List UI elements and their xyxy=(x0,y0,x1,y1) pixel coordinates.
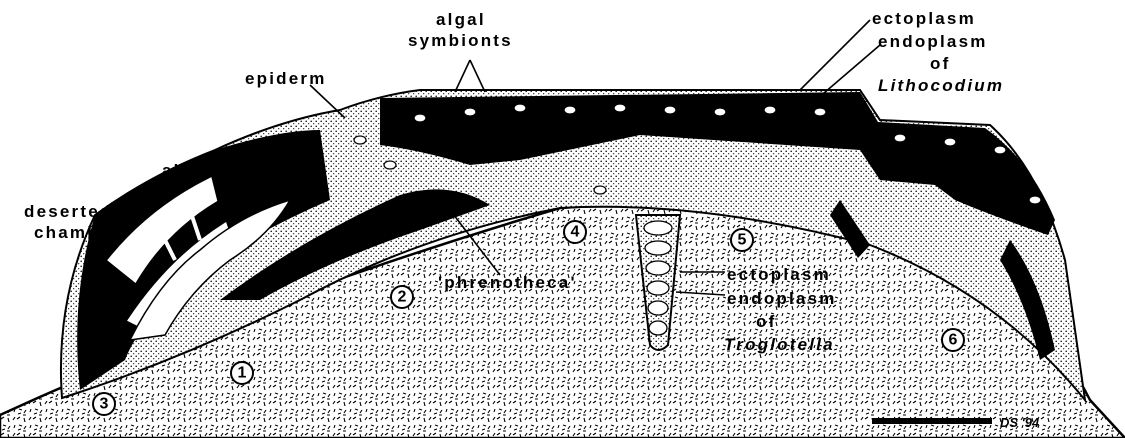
label-ectoplasm-mid: ectoplasm xyxy=(727,265,831,284)
svg-text:5: 5 xyxy=(738,232,747,249)
label-alveoli: alveoli xyxy=(162,161,230,180)
scale-bar xyxy=(872,418,992,424)
label-lithocodium: Lithocodium xyxy=(878,76,1004,95)
svg-text:3: 3 xyxy=(100,396,109,413)
chamber-marker-3: 3 xyxy=(93,393,115,415)
svg-text:1: 1 xyxy=(238,365,247,382)
label-chamber: chamber xyxy=(34,223,120,242)
label-algal: algal xyxy=(436,10,486,29)
svg-text:4: 4 xyxy=(571,224,580,241)
svg-text:6: 6 xyxy=(949,332,958,349)
chamber-marker-2: 2 xyxy=(391,286,413,308)
label-phrenotheca: 'phrenotheca' xyxy=(438,273,577,292)
label-of-mid: of xyxy=(756,312,776,331)
label-deserted: deserted xyxy=(24,202,112,221)
label-symbionts: symbionts xyxy=(408,31,513,50)
label-of-top: of xyxy=(930,54,950,73)
svg-text:2: 2 xyxy=(398,289,407,306)
label-troglotella: Troglotella xyxy=(724,335,835,354)
label-endoplasm-top: endoplasm xyxy=(878,32,988,51)
label-endoplasm-mid: endoplasm xyxy=(727,289,837,308)
label-ectoplasm-top: ectoplasm xyxy=(872,9,976,28)
signature: DS '94 xyxy=(1000,415,1040,430)
label-epiderm: epiderm xyxy=(245,69,327,88)
chamber-marker-1: 1 xyxy=(231,362,253,384)
chamber-marker-5: 5 xyxy=(731,229,753,251)
chamber-marker-6: 6 xyxy=(942,329,964,351)
chamber-marker-4: 4 xyxy=(564,221,586,243)
